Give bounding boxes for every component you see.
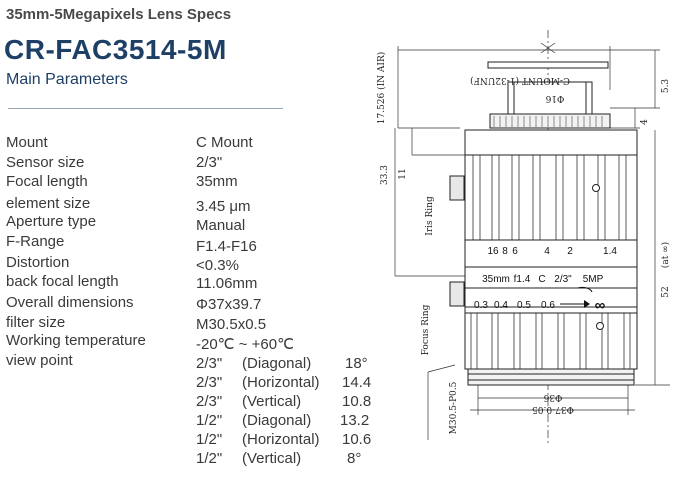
spec-label: element size bbox=[6, 195, 91, 212]
spec-label: Sensor size bbox=[6, 154, 85, 171]
spec-value: C Mount bbox=[196, 134, 253, 151]
f-scale-6: 6 bbox=[512, 246, 518, 257]
dim-33-3: 33.3 bbox=[380, 165, 390, 185]
section-title: Main Parameters bbox=[6, 71, 128, 88]
spec-value: 3.45 μm bbox=[196, 198, 251, 215]
f-scale-16: 16 bbox=[487, 246, 499, 257]
divider bbox=[8, 108, 283, 109]
spec-value: 35mm bbox=[196, 173, 238, 190]
vp-angle: 13.2 bbox=[340, 412, 370, 429]
spec-value: 11.06mm bbox=[196, 275, 258, 292]
f-scale-4: 4 bbox=[544, 246, 550, 257]
model-title: CR-FAC3514-5M bbox=[4, 34, 227, 65]
marking-focal: 35mm bbox=[482, 274, 510, 285]
drawing-labels: C-MOUNT (1-32UNF) 17.526 (IN AIR) Φ16 5.… bbox=[376, 52, 671, 435]
vp-axis: (Diagonal) bbox=[242, 412, 312, 429]
spec-label: Working temperature bbox=[6, 332, 146, 349]
dim-4: 4 bbox=[640, 119, 650, 125]
mount-label: C-MOUNT (1-32UNF) bbox=[470, 75, 570, 86]
flange-dim: 17.526 (IN AIR) bbox=[376, 52, 387, 125]
marking-brand: C bbox=[538, 274, 545, 285]
focus-ring-grooves bbox=[470, 313, 631, 369]
mount-thread bbox=[493, 116, 603, 127]
inner-dia-dim: Φ16 bbox=[545, 93, 564, 103]
spec-label: filter size bbox=[6, 314, 66, 331]
focus-infinity: ∞ bbox=[595, 297, 606, 314]
marking-fnum: f1.4 bbox=[514, 274, 531, 285]
dim-36: Φ36 bbox=[543, 392, 562, 402]
dim-5-3: 5.3 bbox=[661, 79, 671, 94]
f-scale-1-4: 1.4 bbox=[603, 246, 617, 257]
spec-label: Mount bbox=[6, 134, 48, 151]
dim-52: 52 bbox=[661, 286, 671, 297]
spec-value: Manual bbox=[196, 217, 246, 234]
spec-value: M30.5x0.5 bbox=[196, 316, 267, 333]
vp-axis: (Diagonal) bbox=[242, 355, 312, 372]
vp-size: 1/2" bbox=[196, 431, 223, 448]
marking-size: 2/3" bbox=[554, 274, 572, 285]
spec-value: F1.4-F16 bbox=[196, 238, 257, 255]
spec-label: Aperture type bbox=[6, 213, 97, 230]
vp-axis: (Vertical) bbox=[242, 393, 302, 410]
vp-angle: 14.4 bbox=[342, 374, 372, 391]
vp-size: 2/3" bbox=[196, 393, 223, 410]
vp-size: 2/3" bbox=[196, 374, 223, 391]
vp-size: 1/2" bbox=[196, 412, 223, 429]
spec-label: back focal length bbox=[6, 273, 119, 290]
vp-axis: (Horizontal) bbox=[242, 431, 320, 448]
spec-label: Overall dimensions bbox=[6, 294, 134, 311]
spec-label: F-Range bbox=[6, 233, 65, 250]
supertitle: 35mm-5Megapixels Lens Specs bbox=[6, 6, 232, 23]
iris-ring-label: Iris Ring bbox=[425, 196, 435, 236]
marking-mp: 5MP bbox=[583, 274, 604, 285]
vp-axis: (Vertical) bbox=[242, 450, 302, 467]
filter-thread-label: M30.5-P0.5 bbox=[449, 381, 459, 434]
focus-0-4: 0.4 bbox=[494, 300, 508, 311]
spec-value: Φ37x39.7 bbox=[196, 296, 262, 313]
spec-label: view point bbox=[6, 352, 73, 369]
vp-size: 1/2" bbox=[196, 450, 223, 467]
focus-ring-label: Focus Ring bbox=[421, 304, 431, 355]
spec-value: -20℃ ~ +60℃ bbox=[196, 336, 294, 353]
vp-angle: 18° bbox=[345, 355, 368, 372]
focus-arrow-head-icon bbox=[584, 300, 590, 308]
focus-0-6: 0.6 bbox=[541, 300, 555, 311]
dim-at-infinity: (at ∞) bbox=[660, 242, 671, 268]
f-scale-8: 8 bbox=[502, 246, 508, 257]
lens-markings: 16 8 6 4 2 1.4 35mm f1.4 C 2/3" 5MP 0.3 … bbox=[474, 246, 617, 314]
iris-ring-grooves bbox=[472, 155, 627, 240]
spec-value: <0.3% bbox=[196, 257, 239, 274]
vp-angle: 10.8 bbox=[342, 393, 372, 410]
spec-label: Distortion bbox=[6, 254, 70, 271]
focus-0-3: 0.3 bbox=[474, 300, 488, 311]
lens-drawing: C-MOUNT (1-32UNF) 17.526 (IN AIR) Φ16 5.… bbox=[376, 30, 671, 445]
vp-angle: 10.6 bbox=[342, 431, 372, 448]
rotation-arrow-icon bbox=[577, 286, 593, 293]
focus-0-5: 0.5 bbox=[517, 300, 531, 311]
spec-value: 2/3" bbox=[196, 154, 223, 171]
spec-label: Focal length bbox=[6, 173, 88, 190]
vp-angle: 8° bbox=[347, 450, 362, 467]
f-scale-2: 2 bbox=[567, 246, 573, 257]
vp-axis: (Horizontal) bbox=[242, 374, 320, 391]
dim-37: Φ37-0.05 bbox=[532, 404, 574, 414]
lens-body bbox=[449, 61, 638, 386]
dim-11: 11 bbox=[398, 168, 408, 179]
vp-size: 2/3" bbox=[196, 355, 223, 372]
